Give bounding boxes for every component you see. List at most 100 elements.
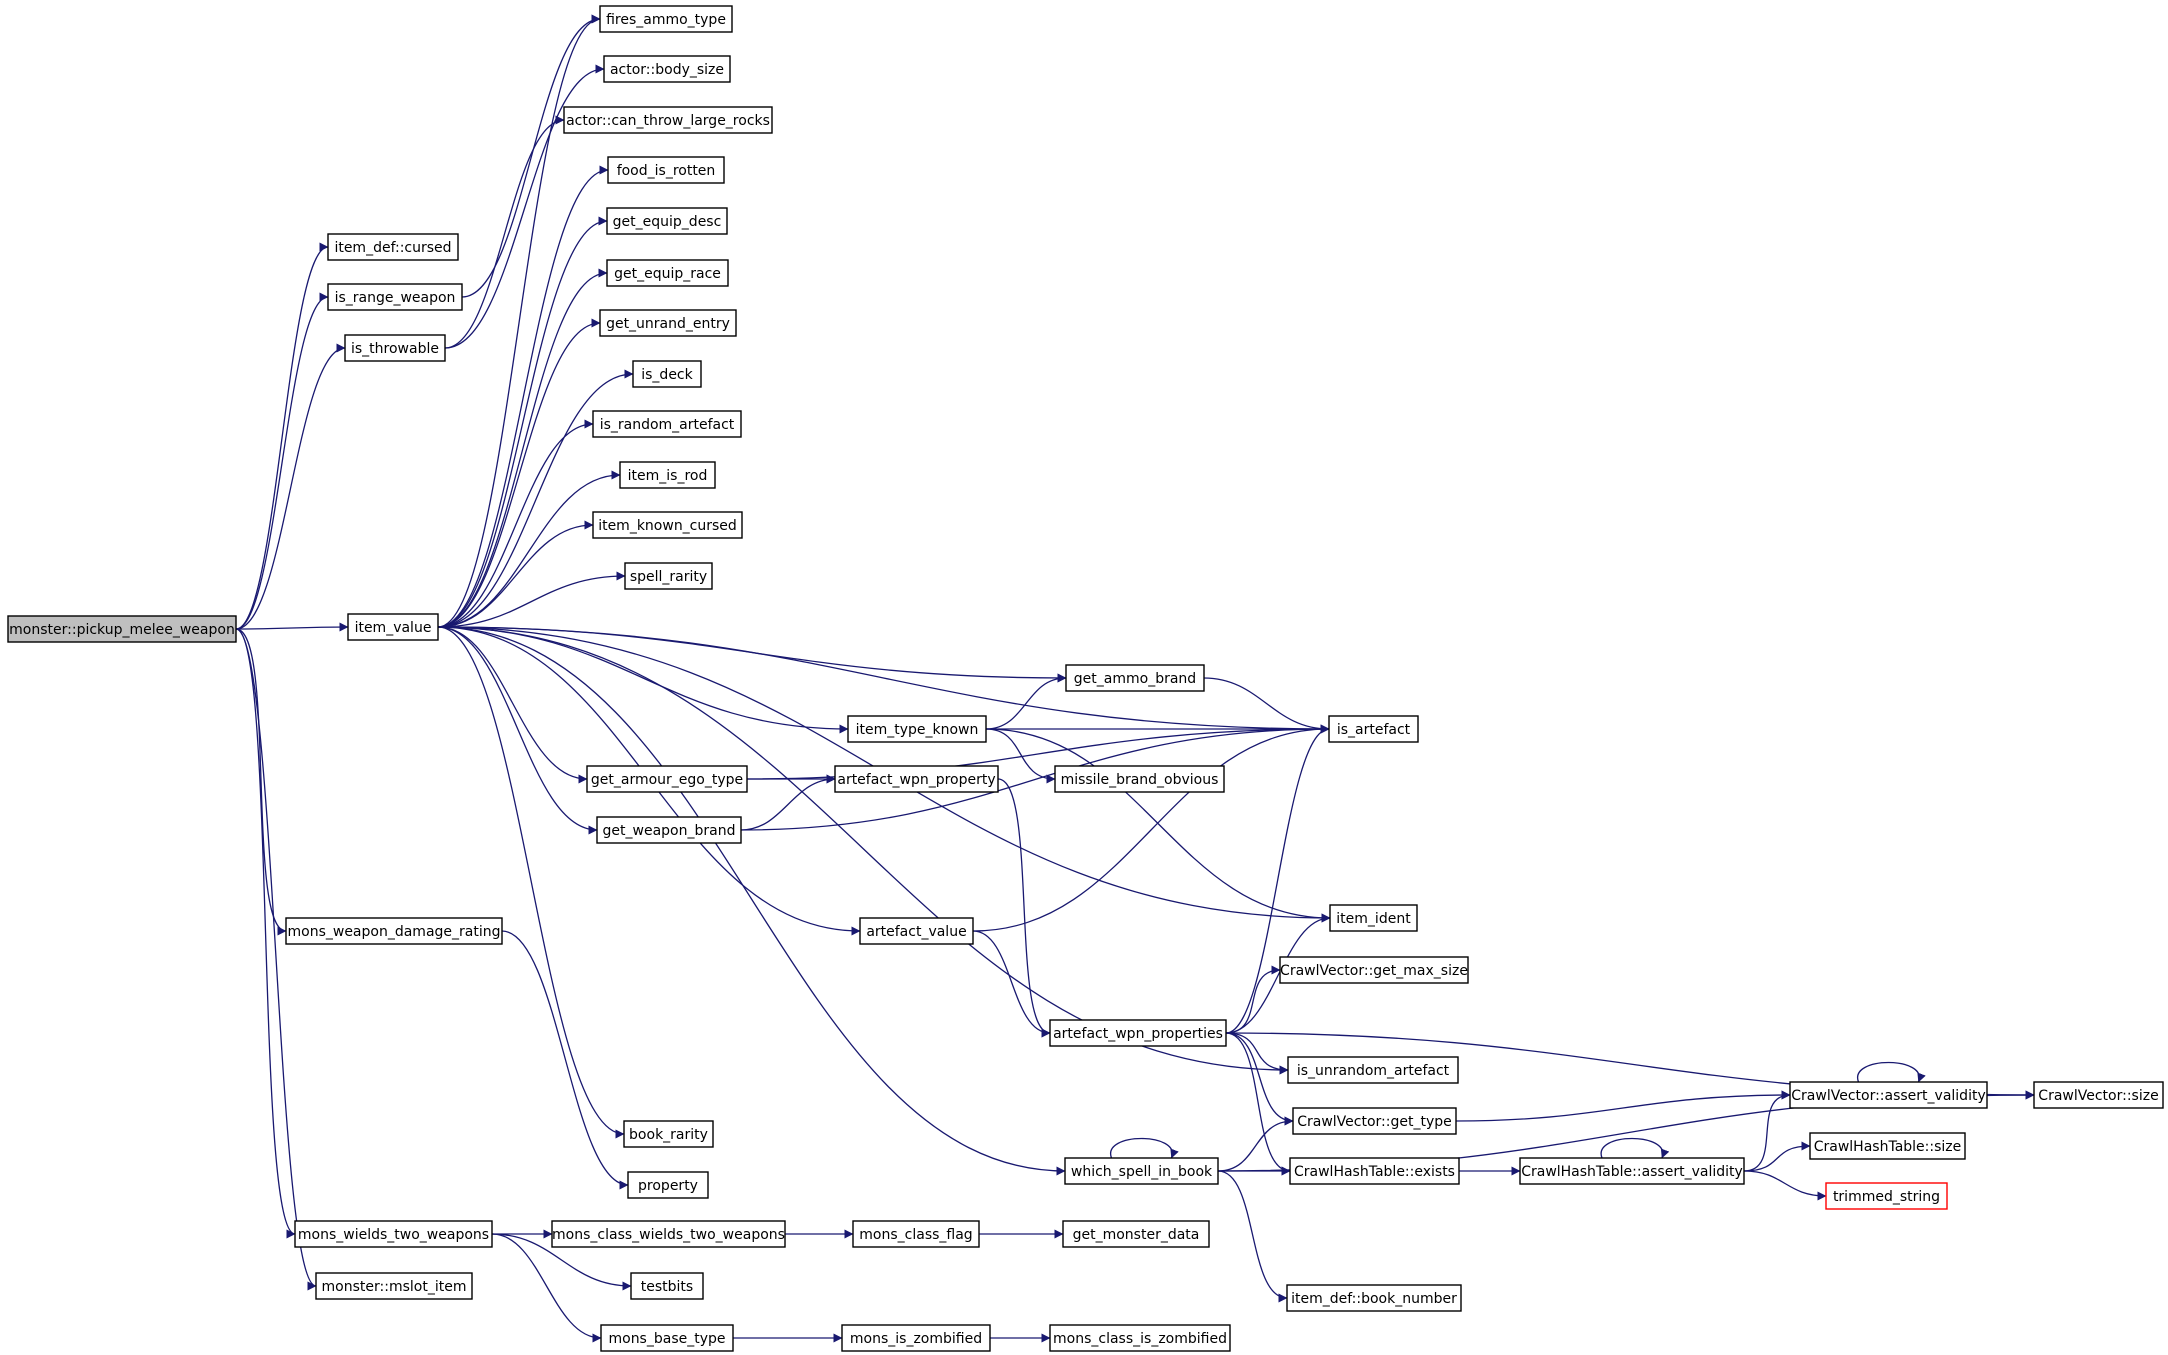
node-box bbox=[599, 5, 733, 33]
node-box bbox=[327, 233, 459, 261]
node-label: get_armour_ego_type bbox=[591, 772, 743, 788]
node-label: is_range_weapon bbox=[335, 290, 456, 306]
node-label: item_ident bbox=[1336, 911, 1411, 927]
node-item-value[interactable]: item_value bbox=[347, 613, 439, 641]
edge-get_weapon_brand-to-is_artefact bbox=[740, 724, 1330, 831]
node-which-spell-in-book[interactable]: which_spell_in_book bbox=[1064, 1157, 1219, 1185]
node-mons-is-zombified[interactable]: mons_is_zombified bbox=[841, 1324, 991, 1352]
node-property[interactable]: property bbox=[627, 1171, 709, 1199]
node-is-random-artefact[interactable]: is_random_artefact bbox=[592, 410, 742, 438]
node-box bbox=[294, 1220, 493, 1248]
node-crawlvector-size[interactable]: CrawlVector::size bbox=[2033, 1081, 2164, 1109]
node-get-armour-ego-type[interactable]: get_armour_ego_type bbox=[586, 765, 748, 793]
node-food-is-rotten[interactable]: food_is_rotten bbox=[607, 156, 725, 184]
node-box bbox=[603, 55, 731, 83]
node-is-artefact[interactable]: is_artefact bbox=[1328, 715, 1419, 743]
edge-root-to-mons_weapon_damage_rating bbox=[235, 628, 287, 936]
edge-item_value-to-get_unrand_entry bbox=[437, 318, 601, 628]
node-actor-body-size[interactable]: actor::body_size bbox=[603, 55, 731, 83]
node-box bbox=[563, 106, 773, 134]
node-is-deck[interactable]: is_deck bbox=[632, 360, 702, 388]
edge-item_value-to-fires_ammo_type bbox=[437, 14, 601, 628]
edge-crawlhashtable_assert_validity-to-crawlvector_assert_validity bbox=[1743, 1090, 1791, 1172]
node-label: artefact_wpn_property bbox=[837, 772, 995, 788]
node-mons-wields-two-weapons[interactable]: mons_wields_two_weapons bbox=[294, 1220, 493, 1248]
node-label: get_ammo_brand bbox=[1074, 671, 1196, 687]
node-item-def-book-number[interactable]: item_def::book_number bbox=[1286, 1284, 1462, 1312]
edge-item_value-to-get_equip_race bbox=[437, 268, 608, 628]
node-mons-class-is-zombified[interactable]: mons_class_is_zombified bbox=[1049, 1324, 1231, 1352]
node-box bbox=[327, 283, 463, 311]
node-item-type-known[interactable]: item_type_known bbox=[847, 715, 987, 743]
node-crawlhashtable-size[interactable]: CrawlHashTable::size bbox=[1809, 1132, 1966, 1160]
node-label: item_value bbox=[355, 620, 432, 636]
node-get-monster-data[interactable]: get_monster_data bbox=[1062, 1220, 1210, 1248]
node-label: trimmed_string bbox=[1833, 1189, 1940, 1205]
edge-item_value-to-item_known_cursed bbox=[437, 520, 594, 628]
node-actor-can-throw-large-rocks[interactable]: actor::can_throw_large_rocks bbox=[563, 106, 773, 134]
node-crawlvector-get-max-size[interactable]: CrawlVector::get_max_size bbox=[1279, 956, 1469, 984]
node-item-ident[interactable]: item_ident bbox=[1329, 904, 1418, 932]
node-book-rarity[interactable]: book_rarity bbox=[623, 1120, 714, 1148]
edge-is_range_weapon-to-fires_ammo_type bbox=[461, 14, 601, 298]
node-mons-base-type[interactable]: mons_base_type bbox=[600, 1324, 734, 1352]
node-crawlhashtable-assert-validity[interactable]: CrawlHashTable::assert_validity bbox=[1519, 1157, 1745, 1185]
node-box bbox=[852, 1220, 980, 1248]
node-label: mons_base_type bbox=[608, 1331, 725, 1347]
edge-artefact_wpn_properties-to-is_unrandom_artefact bbox=[1225, 1032, 1289, 1075]
edge-get_ammo_brand-to-is_artefact bbox=[1203, 677, 1330, 734]
edge-item_value-to-get_ammo_brand bbox=[437, 626, 1067, 683]
node-root[interactable]: monster::pickup_melee_weapon bbox=[7, 615, 237, 643]
node-artefact-wpn-properties[interactable]: artefact_wpn_properties bbox=[1049, 1019, 1227, 1047]
node-box bbox=[347, 613, 439, 641]
node-trimmed-string[interactable]: trimmed_string bbox=[1825, 1182, 1948, 1210]
node-get-unrand-entry[interactable]: get_unrand_entry bbox=[599, 309, 737, 337]
edge-item_value-to-food_is_rotten bbox=[437, 165, 609, 628]
node-box bbox=[607, 156, 725, 184]
node-item-known-cursed[interactable]: item_known_cursed bbox=[592, 511, 743, 539]
node-crawlhashtable-exists[interactable]: CrawlHashTable::exists bbox=[1289, 1157, 1460, 1185]
node-mons-weapon-damage-rating[interactable]: mons_weapon_damage_rating bbox=[285, 917, 503, 945]
node-fires-ammo-type[interactable]: fires_ammo_type bbox=[599, 5, 733, 33]
node-get-weapon-brand[interactable]: get_weapon_brand bbox=[596, 816, 742, 844]
node-label: actor::can_throw_large_rocks bbox=[566, 113, 770, 129]
edge-item_value-to-get_weapon_brand bbox=[437, 626, 598, 835]
node-box bbox=[627, 1171, 709, 1199]
node-label: testbits bbox=[641, 1279, 693, 1295]
node-crawlvector-get-type[interactable]: CrawlVector::get_type bbox=[1292, 1107, 1457, 1135]
node-is-throwable[interactable]: is_throwable bbox=[344, 334, 446, 362]
node-item-is-rod[interactable]: item_is_rod bbox=[619, 461, 716, 489]
node-box bbox=[592, 410, 742, 438]
node-monster-mslot-item[interactable]: monster::mslot_item bbox=[315, 1272, 473, 1300]
node-label: food_is_rotten bbox=[617, 163, 716, 179]
node-get-equip-race[interactable]: get_equip_race bbox=[606, 259, 729, 287]
node-is-unrandom-artefact[interactable]: is_unrandom_artefact bbox=[1287, 1056, 1459, 1084]
node-crawlvector-assert-validity[interactable]: CrawlVector::assert_validity bbox=[1789, 1081, 1988, 1109]
node-artefact-wpn-property[interactable]: artefact_wpn_property bbox=[834, 765, 999, 793]
node-box bbox=[592, 511, 743, 539]
node-get-ammo-brand[interactable]: get_ammo_brand bbox=[1065, 664, 1205, 692]
node-mons-class-flag[interactable]: mons_class_flag bbox=[852, 1220, 980, 1248]
node-label: artefact_value bbox=[866, 924, 966, 940]
edge-get_weapon_brand-to-artefact_wpn_property bbox=[740, 774, 836, 831]
node-label: item_type_known bbox=[856, 722, 979, 738]
node-layer: monster::pickup_melee_weapon item_def::cu… bbox=[7, 5, 2164, 1352]
edge-artefact_value-to-is_artefact bbox=[972, 724, 1330, 932]
node-missile-brand-obvious[interactable]: missile_brand_obvious bbox=[1054, 765, 1225, 793]
node-testbits[interactable]: testbits bbox=[630, 1272, 704, 1300]
edge-item_value-to-get_equip_desc bbox=[437, 216, 608, 628]
node-label: CrawlVector::get_type bbox=[1297, 1114, 1452, 1130]
node-item-def-cursed[interactable]: item_def::cursed bbox=[327, 233, 459, 261]
node-spell-rarity[interactable]: spell_rarity bbox=[624, 562, 713, 590]
edge-mons_wields_two_weapons-to-mons_base_type bbox=[491, 1233, 602, 1343]
node-mons-class-wields-two-weapons[interactable]: mons_class_wields_two_weapons bbox=[551, 1220, 786, 1248]
node-label: is_unrandom_artefact bbox=[1297, 1063, 1450, 1079]
node-is-range-weapon[interactable]: is_range_weapon bbox=[327, 283, 463, 311]
node-label: mons_is_zombified bbox=[850, 1331, 982, 1347]
node-label: item_known_cursed bbox=[598, 518, 737, 534]
node-artefact-value[interactable]: artefact_value bbox=[859, 917, 974, 945]
node-label: get_equip_desc bbox=[613, 214, 722, 230]
node-box bbox=[632, 360, 702, 388]
node-get-equip-desc[interactable]: get_equip_desc bbox=[606, 207, 728, 235]
